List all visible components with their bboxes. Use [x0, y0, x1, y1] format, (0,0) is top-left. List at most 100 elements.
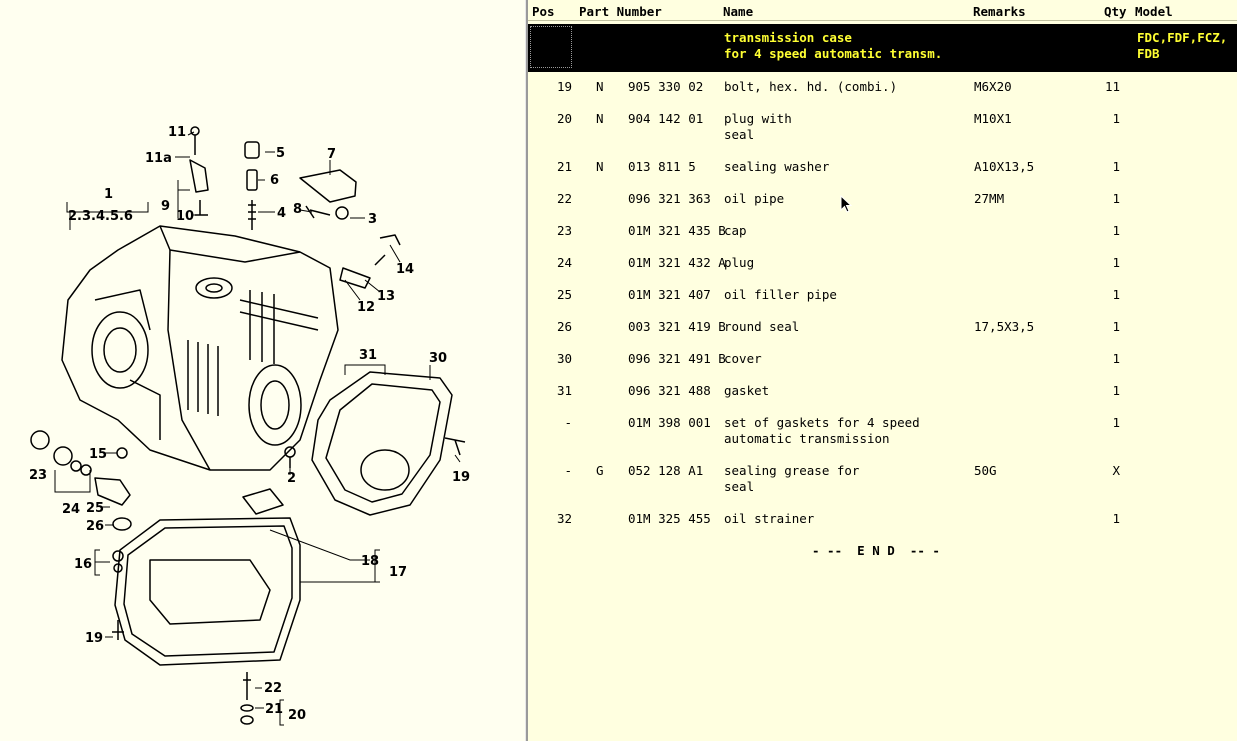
row-pos: 31 — [556, 383, 572, 398]
assembly-title-row[interactable]: transmission case for 4 speed automatic … — [528, 24, 1237, 72]
row-pos: 32 — [556, 511, 572, 526]
row-pos: - — [564, 415, 572, 430]
diagram-label-12: 12 — [357, 300, 375, 315]
row-name: sealing washer — [724, 159, 830, 174]
row-prefix: N — [596, 159, 604, 174]
row-qty: 1 — [1112, 255, 1120, 270]
parts-diagram: 1 2.3.4.5.6 2 3 4 5 6 7 8 9 10 11 11a 12… — [0, 0, 525, 741]
column-header-remarks[interactable]: Remarks — [973, 4, 1026, 19]
row-part-number: 01M 398 001 — [628, 415, 711, 430]
end-of-list-marker: - -- E N D -- - — [812, 543, 940, 558]
row-pos: 23 — [556, 223, 572, 238]
diagram-label-16: 16 — [74, 557, 92, 572]
row-part-number: 096 321 363 — [628, 191, 711, 206]
diagram-label-22: 22 — [264, 681, 282, 696]
row-remarks: M10X1 — [974, 111, 1012, 126]
diagram-label-21: 21 — [265, 702, 283, 717]
diagram-label-10: 10 — [176, 209, 194, 224]
selection-box — [530, 26, 572, 68]
row-name: cap — [724, 223, 747, 238]
diagram-label-9: 9 — [161, 199, 170, 214]
diagram-label-31: 31 — [359, 348, 377, 363]
diagram-label-3: 3 — [368, 212, 377, 227]
column-header-model[interactable]: Model — [1135, 4, 1173, 19]
row-part-number: 096 321 488 — [628, 383, 711, 398]
diagram-label-18: 18 — [361, 554, 379, 569]
diagram-label-11: 11 — [168, 125, 186, 140]
parts-list: Pos Part Number Name Remarks Qty Model t… — [528, 0, 1237, 741]
row-pos: 22 — [556, 191, 572, 206]
header-divider — [528, 20, 1237, 21]
row-qty: 1 — [1112, 111, 1120, 126]
column-header-part-number[interactable]: Part Number — [579, 4, 662, 19]
assembly-model-continued: FDB — [1137, 46, 1160, 61]
diagram-label-13: 13 — [377, 289, 395, 304]
diagram-label-1: 1 — [104, 187, 113, 202]
column-header-name[interactable]: Name — [723, 4, 754, 19]
row-qty: 1 — [1112, 159, 1120, 174]
row-name: oil strainer — [724, 511, 815, 526]
pane-divider[interactable] — [525, 0, 528, 741]
row-part-number: 013 811 5 — [628, 159, 696, 174]
diagram-label-26: 26 — [86, 519, 104, 534]
row-pos: 24 — [556, 255, 572, 270]
diagram-label-15: 15 — [89, 447, 107, 462]
row-name: bolt, hex. hd. (combi.) — [724, 79, 898, 94]
row-remarks: M6X20 — [974, 79, 1012, 94]
diagram-label-20: 20 — [288, 708, 306, 723]
row-qty: 1 — [1112, 351, 1120, 366]
row-part-number: 01M 321 435 B — [628, 223, 726, 238]
diagram-label-30: 30 — [429, 351, 447, 366]
diagram-label-19-cover: 19 — [452, 470, 470, 485]
row-qty: 1 — [1112, 287, 1120, 302]
row-pos: 21 — [556, 159, 572, 174]
row-pos: 19 — [556, 79, 572, 94]
diagram-label-6: 6 — [270, 173, 279, 188]
row-name: sealing grease for seal — [724, 463, 860, 494]
diagram-label-25: 25 — [86, 501, 104, 516]
row-prefix: N — [596, 111, 604, 126]
diagram-label-8: 8 — [293, 202, 302, 217]
row-prefix: N — [596, 79, 604, 94]
transmission-exploded-view: 1 2.3.4.5.6 2 3 4 5 6 7 8 9 10 11 11a 12… — [29, 125, 470, 726]
diagram-label-23: 23 — [29, 468, 47, 483]
diagram-label-11a: 11a — [145, 151, 172, 166]
diagram-label-24: 24 — [62, 502, 80, 517]
row-qty: 1 — [1112, 223, 1120, 238]
row-part-number: 01M 321 407 — [628, 287, 711, 302]
column-header-qty[interactable]: Qty — [1104, 4, 1127, 19]
row-part-number: 905 330 02 — [628, 79, 704, 94]
assembly-model: FDC,FDF,FCZ, — [1137, 30, 1228, 45]
mouse-cursor-icon — [840, 195, 852, 213]
row-qty: 1 — [1112, 415, 1120, 430]
assembly-subtitle: for 4 speed automatic transm. — [724, 46, 943, 61]
row-prefix: G — [596, 463, 604, 478]
assembly-title: transmission case — [724, 30, 852, 45]
row-part-number: 096 321 491 B — [628, 351, 726, 366]
row-name: round seal — [724, 319, 800, 334]
row-name: cover — [724, 351, 762, 366]
column-header-pos[interactable]: Pos — [532, 4, 555, 19]
row-part-number: 01M 321 432 A — [628, 255, 726, 270]
diagram-label-4: 4 — [277, 206, 286, 221]
row-qty: 11 — [1104, 79, 1120, 94]
row-remarks: 17,5X3,5 — [974, 319, 1035, 334]
row-qty: 1 — [1112, 383, 1120, 398]
diagram-label-7: 7 — [327, 147, 336, 162]
diagram-label-19-pan: 19 — [85, 631, 103, 646]
row-name: oil pipe — [724, 191, 785, 206]
row-pos: 25 — [556, 287, 572, 302]
row-part-number: 052 128 A1 — [628, 463, 704, 478]
row-name: plug — [724, 255, 755, 270]
row-name: set of gaskets for 4 speed automatic tra… — [724, 415, 920, 446]
row-part-number: 01M 325 455 — [628, 511, 711, 526]
diagram-label-2: 2 — [287, 471, 296, 486]
row-pos: 30 — [556, 351, 572, 366]
row-qty: 1 — [1112, 511, 1120, 526]
row-pos: - — [564, 463, 572, 478]
row-part-number: 003 321 419 B — [628, 319, 726, 334]
row-name: gasket — [724, 383, 770, 398]
diagram-label-17: 17 — [389, 565, 407, 580]
row-name: plug with seal — [724, 111, 792, 142]
row-qty: 1 — [1112, 319, 1120, 334]
